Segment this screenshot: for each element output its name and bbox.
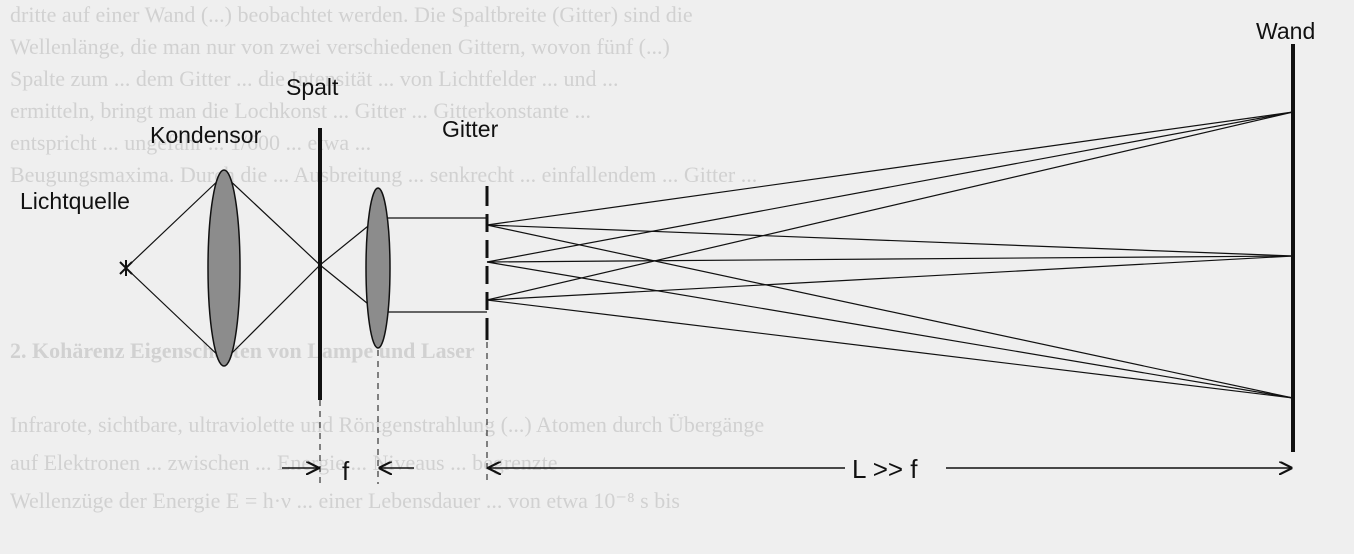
source-rays (125, 174, 487, 362)
label-slit: Spalt (286, 74, 339, 100)
label-focal-length: f (342, 456, 350, 486)
label-light-source: Lichtquelle (20, 188, 130, 214)
label-distance: L >> f (852, 454, 918, 484)
diffracted-rays (486, 111, 1294, 399)
condenser-lens (207, 169, 241, 367)
label-condenser: Kondensor (150, 122, 262, 148)
light-source-icon (119, 260, 133, 276)
label-grating: Gitter (442, 116, 499, 142)
guide-lines (319, 342, 488, 484)
collimator-lens (365, 187, 391, 349)
label-wall: Wand (1256, 18, 1316, 44)
